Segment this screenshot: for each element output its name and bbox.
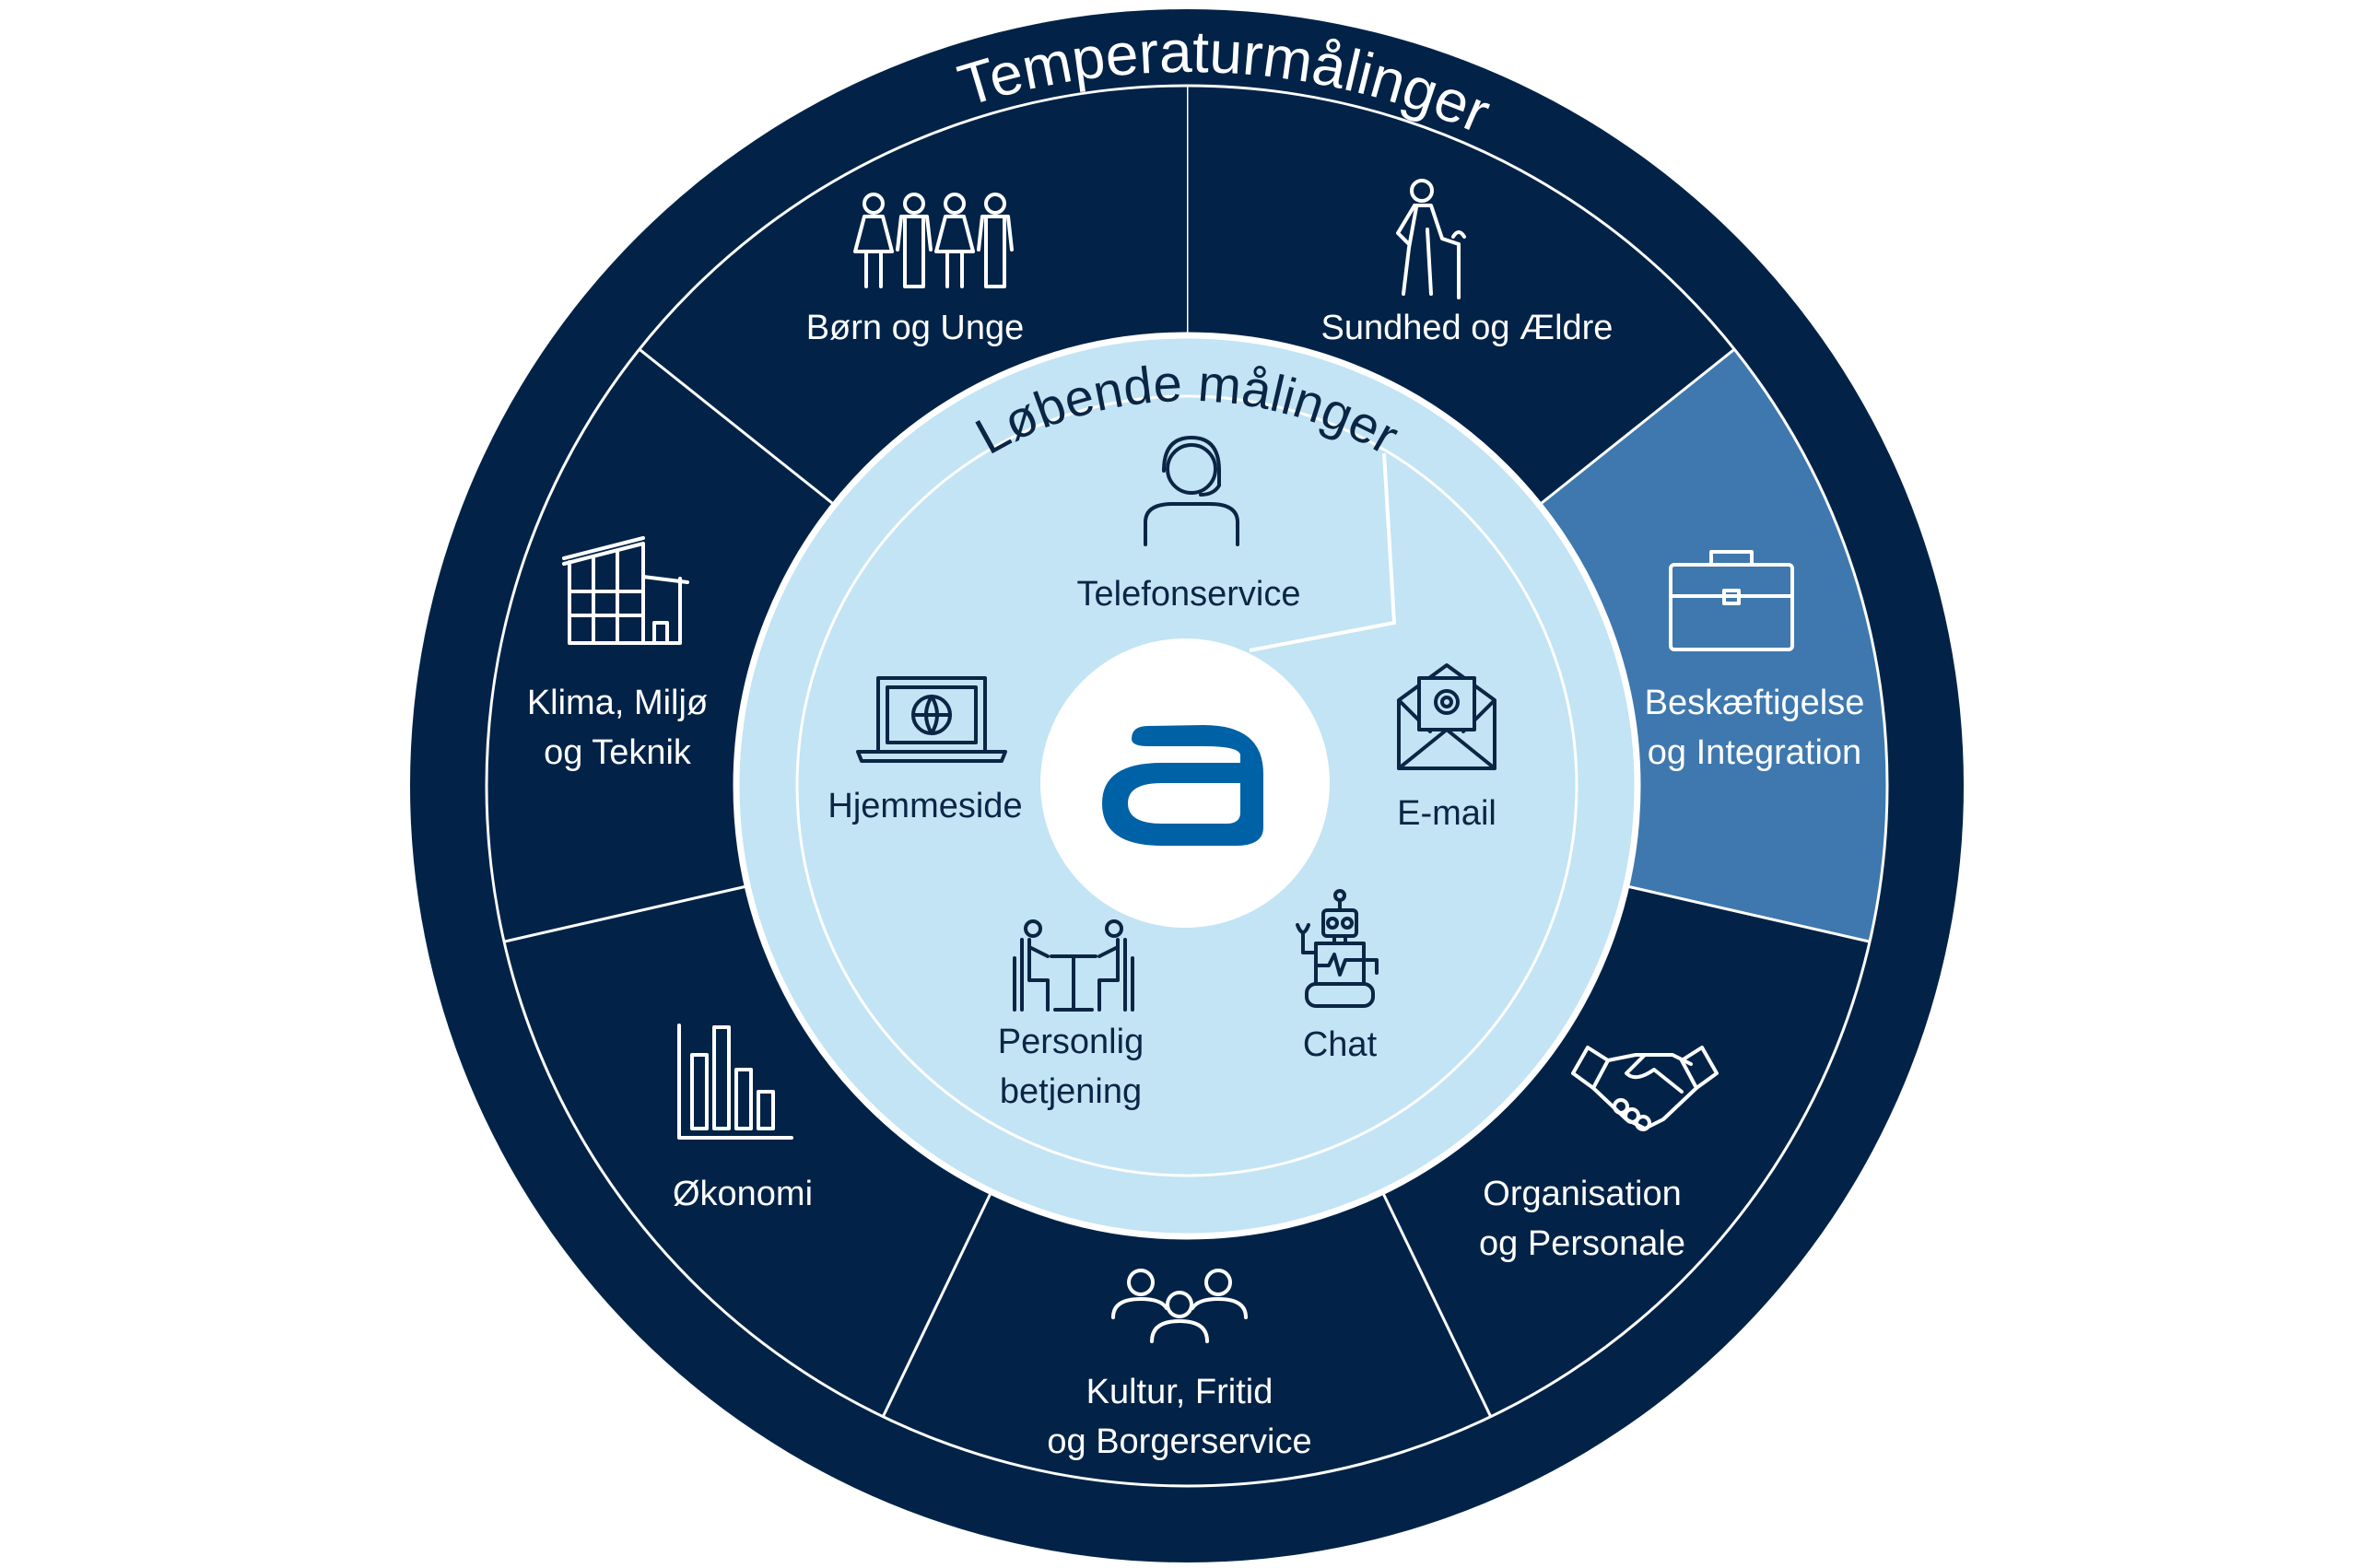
sector-label: Klima, Miljø og Teknik [527,684,708,772]
chatbot-icon [1296,889,1379,1008]
channel-label-line: betjening [1000,1072,1142,1111]
bar-chart-icon [677,1024,793,1140]
sector-label-line: Beskæftigelse [1645,684,1865,722]
channel-label: Hjemmeside [827,787,1022,825]
channel-label-line: Telefonservice [1077,575,1301,614]
sector-4[interactable] [504,885,992,1417]
sector-divider [881,1189,994,1418]
children-icon [853,193,1014,288]
label-group: Børn og Unge Sundhed og ÆldreBeskæftigels… [527,309,1865,1461]
sector-label-line: Klima, Miljø [527,684,708,722]
laptop-globe-icon [856,676,1007,763]
sector-label: Børn og Unge [806,309,1025,347]
sector-3[interactable] [883,1189,1491,1486]
sector-divider [1536,347,1736,508]
people-group-icon [1111,1269,1248,1343]
sector-divider [1379,1189,1493,1418]
sector-label-line: Sundhed og Ældre [1321,309,1614,347]
sector-label: Økonomi [673,1175,813,1213]
briefcase-icon [1669,550,1794,651]
sector-label: Organisation og Personale [1479,1175,1685,1263]
sector-label: Sundhed og Ældre [1321,309,1614,347]
sector-label-line: Organisation [1483,1175,1681,1213]
channel-label-line: E-mail [1397,794,1496,833]
sector-label: Kultur, Fritid og Borgerservice [1047,1373,1311,1461]
building-icon [562,536,689,645]
handshake-icon [1571,1046,1719,1131]
sector-label-line: og Integration [1648,733,1861,772]
sector-2[interactable] [1381,885,1870,1417]
sector-label-line: og Personale [1479,1224,1685,1263]
channel-label: Personlig betjening [998,1023,1144,1111]
logo-a-icon: a [1102,725,1263,846]
sector-label-line: Økonomi [673,1175,813,1213]
sector-label-line: og Teknik [544,733,692,772]
sector-label-line: og Borgerservice [1047,1422,1311,1461]
sector-label-line: Børn og Unge [806,309,1025,347]
sector-divider [1624,883,1871,943]
channel-label-line: Chat [1303,1025,1378,1064]
sector-0[interactable] [1187,86,1735,507]
sector-label: Beskæftigelse og Integration [1645,684,1865,772]
sector-label-line: Kultur, Fritid [1086,1373,1273,1411]
sector-group [486,86,1888,1486]
elderly-person-icon [1396,179,1466,299]
sector-5[interactable] [486,349,837,942]
headset-person-icon [1144,436,1239,546]
meeting-icon [1013,919,1134,1012]
sector-divider [638,347,838,508]
inner-divider-line [1249,452,1397,652]
channel-label: E-mail [1397,794,1496,833]
channel-label-line: Hjemmeside [827,787,1022,825]
sector-outer-border [485,84,1889,1488]
channel-label-line: Personlig [998,1023,1144,1061]
inner-disc-ring [795,394,1579,1177]
email-envelope-icon [1397,663,1496,770]
channel-label: Telefonservice [1077,575,1301,614]
sector-6[interactable] [639,86,1187,507]
channel-label: Chat [1303,1025,1378,1064]
sector-1[interactable] [1537,349,1888,942]
sector-divider [503,883,750,943]
